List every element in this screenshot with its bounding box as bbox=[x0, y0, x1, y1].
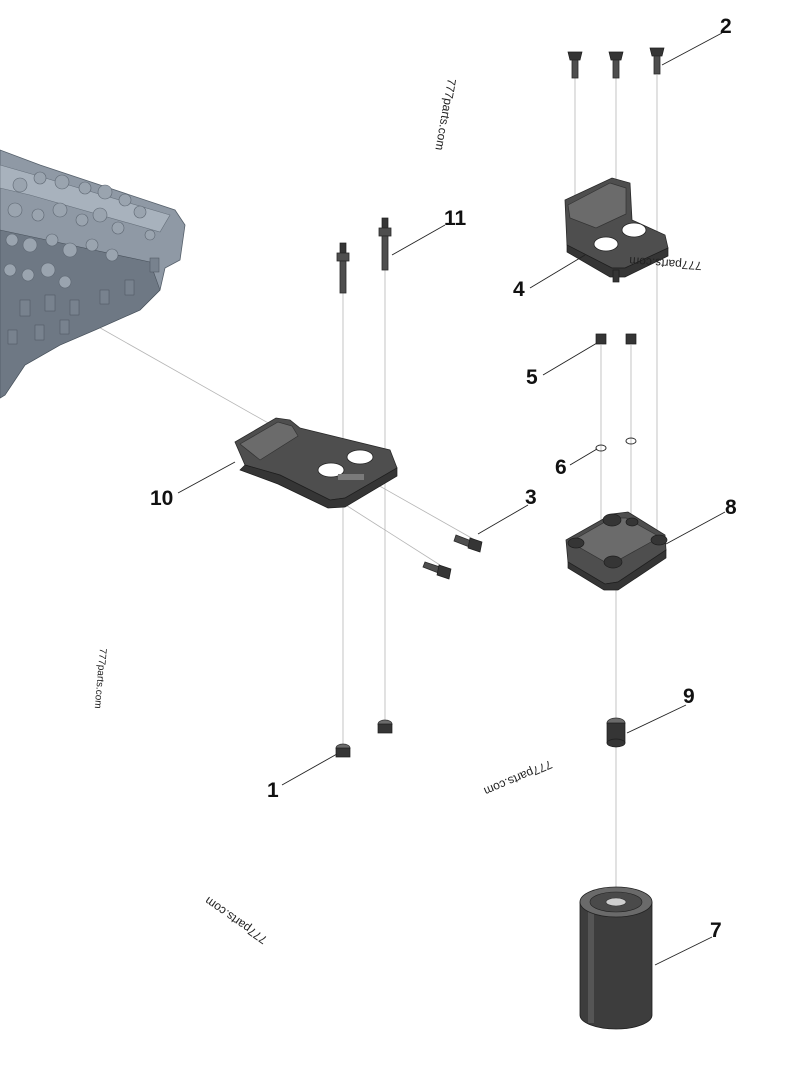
watermark-text: 777parts.com bbox=[629, 254, 703, 273]
bracket-part-10 bbox=[234, 417, 398, 509]
bolts-part-2 bbox=[567, 47, 665, 79]
callout-10: 10 bbox=[150, 487, 173, 510]
callout-1: 1 bbox=[267, 779, 279, 802]
studs-part-11 bbox=[336, 217, 392, 294]
watermark-text: 777parts.com bbox=[482, 757, 554, 798]
orings-part-6 bbox=[595, 437, 637, 452]
callout-5: 5 bbox=[526, 366, 538, 389]
plugs-part-5 bbox=[595, 333, 637, 345]
bolts-part-3 bbox=[422, 534, 483, 580]
callout-labels: 1 2 3 4 5 6 7 8 9 10 11 bbox=[150, 15, 737, 942]
nipple-part-9 bbox=[606, 717, 626, 748]
callout-8: 8 bbox=[725, 496, 737, 519]
callout-11: 11 bbox=[444, 207, 467, 230]
nuts-part-1 bbox=[335, 719, 393, 758]
callout-6: 6 bbox=[555, 456, 567, 479]
filter-head-part-8 bbox=[565, 511, 668, 591]
watermark-text: 777parts.com bbox=[202, 894, 270, 947]
watermark-text: 777parts.com bbox=[92, 648, 108, 709]
callout-9: 9 bbox=[683, 685, 695, 708]
callout-4: 4 bbox=[513, 278, 525, 301]
watermark-text: 777parts.com bbox=[432, 77, 458, 151]
bracket-part-4 bbox=[564, 177, 669, 283]
cylinder-head bbox=[0, 149, 186, 399]
leader-lines bbox=[177, 32, 726, 966]
callout-3: 3 bbox=[525, 486, 537, 509]
callout-2: 2 bbox=[720, 15, 732, 38]
alignment-lines bbox=[94, 75, 658, 890]
callout-7: 7 bbox=[710, 919, 722, 942]
filter-part-7 bbox=[579, 886, 653, 1030]
